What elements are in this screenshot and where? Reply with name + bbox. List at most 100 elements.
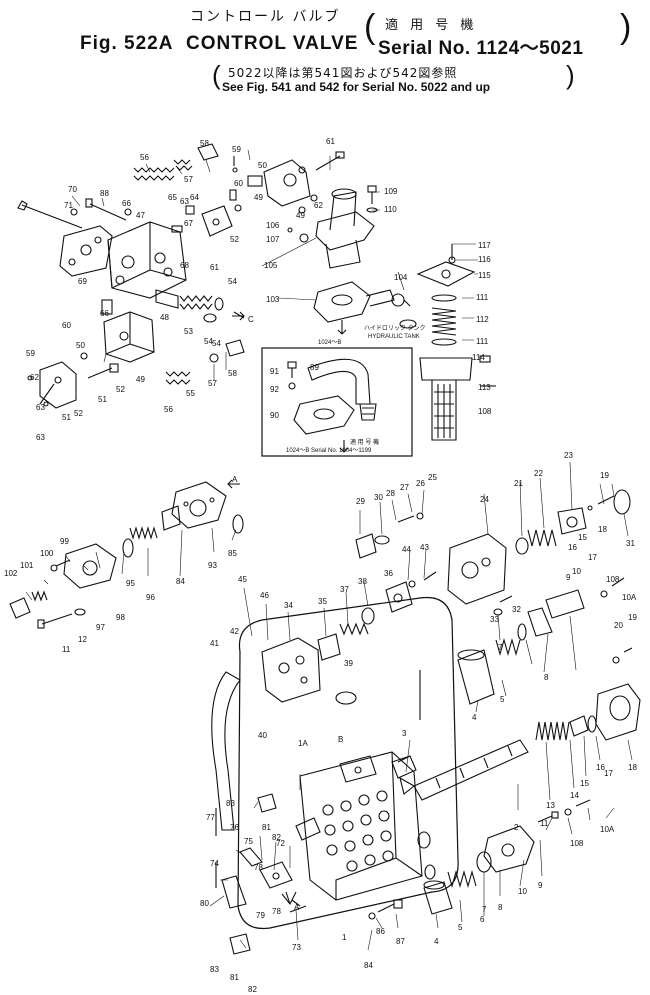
- callout: 10: [518, 887, 527, 896]
- callout: 8: [498, 903, 503, 912]
- callout: 59: [232, 145, 241, 154]
- right-spool-assembly-top: [355, 489, 631, 637]
- flange-103: [313, 281, 371, 323]
- block-34: [261, 637, 321, 703]
- callout: 9: [538, 881, 543, 890]
- upper-middle-pipe-assembly: [232, 151, 417, 329]
- callout: 115: [478, 271, 491, 280]
- label-b-top: 1024～B: [318, 340, 341, 346]
- callout: 61: [326, 137, 335, 146]
- callout: 114: [472, 353, 485, 362]
- callout: 13: [546, 801, 555, 810]
- spring-14: [535, 721, 570, 741]
- callout: 58: [228, 369, 237, 378]
- callout: 28: [386, 489, 395, 498]
- callout: 98: [116, 613, 125, 622]
- callout: 48: [160, 313, 169, 322]
- tank-outline: [237, 596, 459, 930]
- spring-56: [133, 167, 175, 173]
- callout: 54: [228, 277, 237, 286]
- callout: 65: [168, 193, 177, 202]
- callout: 80: [200, 899, 209, 908]
- callout: 19: [628, 613, 637, 622]
- callout: 79: [256, 911, 265, 920]
- callout: 87: [396, 937, 405, 946]
- callout: 11: [540, 819, 549, 828]
- strainer-filter: [359, 403, 377, 421]
- callout: 54: [212, 339, 221, 348]
- callout: 60: [234, 179, 243, 188]
- label-serial-jp: 適 用 号 機: [350, 438, 379, 446]
- callout: 32: [512, 605, 521, 614]
- callout: 63: [36, 433, 45, 442]
- callout: 6: [480, 915, 485, 924]
- callout: 81: [262, 823, 271, 832]
- callout: 101: [20, 561, 34, 570]
- callout: 5: [458, 923, 463, 932]
- callout: 84: [176, 577, 185, 586]
- callout: 52: [230, 235, 239, 244]
- callout: 9: [566, 573, 571, 582]
- callout: 56: [140, 153, 149, 162]
- callout: 2: [514, 823, 519, 832]
- callout: 109: [384, 187, 398, 196]
- callout: 59: [26, 349, 35, 358]
- callout: 46: [260, 591, 269, 600]
- spring-95: [129, 526, 158, 540]
- callout: 7: [482, 905, 487, 914]
- serial-range: Serial No. 1124～5021: [378, 38, 584, 59]
- callout: 25: [428, 473, 437, 482]
- label-b: B: [338, 735, 343, 744]
- callout: 66: [122, 199, 131, 208]
- callout: 116: [478, 255, 491, 264]
- valve-block: [107, 221, 187, 299]
- note-paren-left: (: [212, 60, 221, 90]
- callout: 50: [76, 341, 85, 350]
- cylinder-4: [457, 649, 495, 705]
- callout: 58: [200, 139, 209, 148]
- right-spool-assembly-middle: [397, 623, 641, 801]
- callout: 56: [164, 405, 173, 414]
- spring-6: [447, 869, 477, 889]
- callout: 113: [478, 383, 491, 392]
- part-title: CONTROL VALVE: [186, 33, 359, 54]
- callout: 112: [476, 315, 489, 324]
- flange-18: [595, 683, 641, 741]
- callout: 96: [146, 593, 155, 602]
- callout: 66: [100, 309, 109, 318]
- label-serial-en: 1024～B Serial No. 1004～1199: [286, 448, 372, 454]
- callout: 105: [264, 261, 278, 270]
- callout: 62: [314, 201, 323, 210]
- inset-variant-box: [261, 320, 413, 457]
- callout: 15: [578, 533, 587, 542]
- label-hyd-en: HYDRAULIC TANK: [368, 334, 420, 340]
- callout: 93: [208, 561, 217, 570]
- callout: 33: [490, 615, 499, 624]
- callout: 31: [626, 539, 635, 548]
- callout: 15: [580, 779, 589, 788]
- callout: 108: [606, 575, 620, 584]
- callout: 61: [210, 263, 219, 272]
- callout: 55: [186, 389, 195, 398]
- callout: 74: [210, 859, 219, 868]
- callout: 60: [62, 321, 71, 330]
- tank-108: [419, 357, 473, 381]
- callout: 63: [180, 197, 189, 206]
- right-spool-assembly-lower: [423, 799, 591, 915]
- callout: 39: [344, 659, 353, 668]
- callout: 67: [184, 219, 193, 228]
- spring-5: [495, 637, 521, 657]
- callout: 50: [258, 161, 267, 170]
- callout: 57: [184, 175, 193, 184]
- callout: 111: [476, 337, 489, 346]
- spring-112: [431, 307, 457, 336]
- callout: 37: [340, 585, 349, 594]
- upper-left-valve-assembly: [17, 143, 245, 409]
- callout: 88: [100, 189, 109, 198]
- callout: 26: [416, 479, 425, 488]
- callout: 21: [514, 479, 523, 488]
- manifold-ports: [322, 790, 394, 872]
- callout: 1: [342, 933, 347, 942]
- callout: 4: [434, 937, 439, 946]
- callout: 35: [318, 597, 327, 606]
